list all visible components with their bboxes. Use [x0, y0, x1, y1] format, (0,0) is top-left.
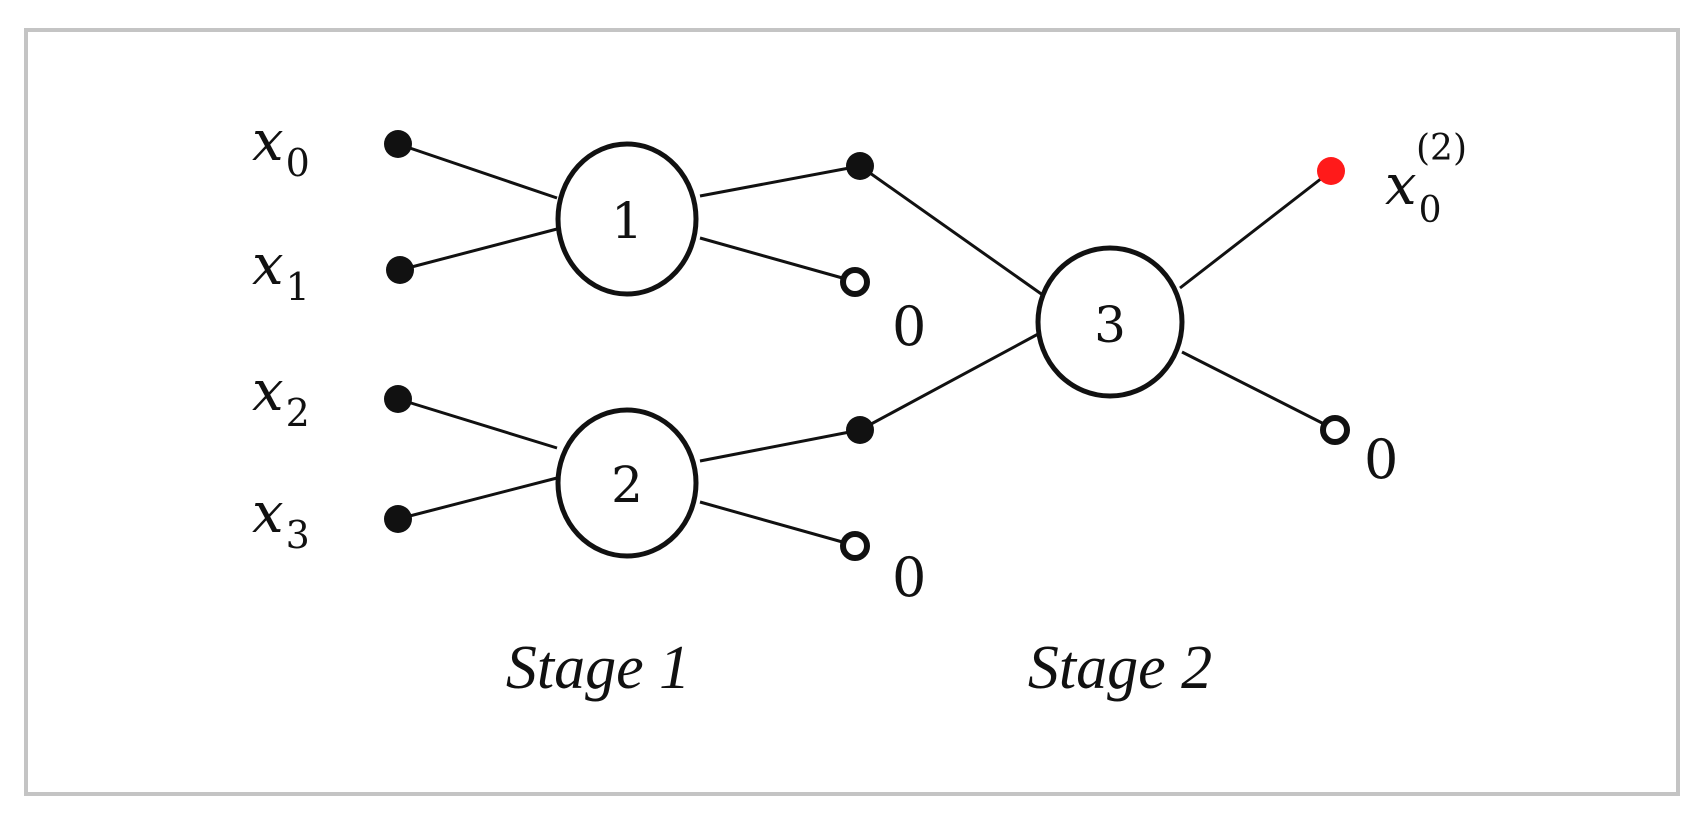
zero-label-node2: 0: [892, 546, 926, 609]
edges: [397, 142, 1332, 545]
edge-x3-node2: [397, 476, 558, 521]
edge-node3-out-final: [1179, 169, 1332, 290]
edge-node1-out-zero: [699, 236, 847, 281]
stage-2-label: Stage 2: [1028, 634, 1212, 702]
node-3-circle: [1035, 245, 1185, 399]
node-2-circle: [555, 407, 699, 559]
input-label-x2: x2: [252, 359, 310, 435]
edge-mid2-node3: [859, 331, 1041, 432]
edge-x1-node1: [399, 227, 558, 272]
edge-x0-node1: [397, 142, 558, 200]
intermediate-dots: [846, 152, 874, 444]
diagram-frame: [24, 28, 1680, 796]
node-2: 2: [555, 407, 699, 559]
edge-node2-out-zero: [699, 500, 847, 545]
input-dot-x1: [386, 256, 414, 284]
zero-label-node1: 0: [892, 295, 926, 358]
final-output-dot: [1317, 157, 1345, 185]
stage-1-label: Stage 1: [506, 634, 690, 702]
node-1-label: 1: [611, 192, 643, 250]
input-label-x3: x3: [252, 481, 310, 557]
zero-dot-node1: [840, 267, 870, 297]
node-3-label: 3: [1094, 296, 1126, 354]
edge-node2-out-top: [699, 428, 861, 463]
node-2-label: 2: [611, 456, 643, 514]
edge-x2-node2: [397, 397, 558, 450]
input-dot-x3: [384, 505, 412, 533]
zero-dot-node2: [840, 531, 870, 561]
edge-node3-out-zero: [1181, 350, 1331, 429]
edge-mid1-node3: [859, 164, 1048, 300]
input-label-x0: x0: [252, 109, 310, 185]
zero-label-node3: 0: [1364, 428, 1398, 491]
final-output-label: x0: [1385, 153, 1442, 231]
node-1-circle: [555, 141, 699, 297]
zero-dot-node3: [1320, 415, 1350, 445]
input-dot-x2: [384, 385, 412, 413]
final-output-superscript: (2): [1416, 128, 1467, 169]
node-1: 1: [555, 141, 699, 297]
input-dots: [384, 130, 414, 533]
input-label-x1: x1: [252, 233, 310, 309]
intermediate-dot-bottom: [846, 416, 874, 444]
input-dot-x0: [384, 130, 412, 158]
edge-node1-out-top: [699, 164, 861, 198]
intermediate-dot-top: [846, 152, 874, 180]
node-3: 3: [1035, 245, 1185, 399]
zero-dots: [840, 267, 1350, 561]
